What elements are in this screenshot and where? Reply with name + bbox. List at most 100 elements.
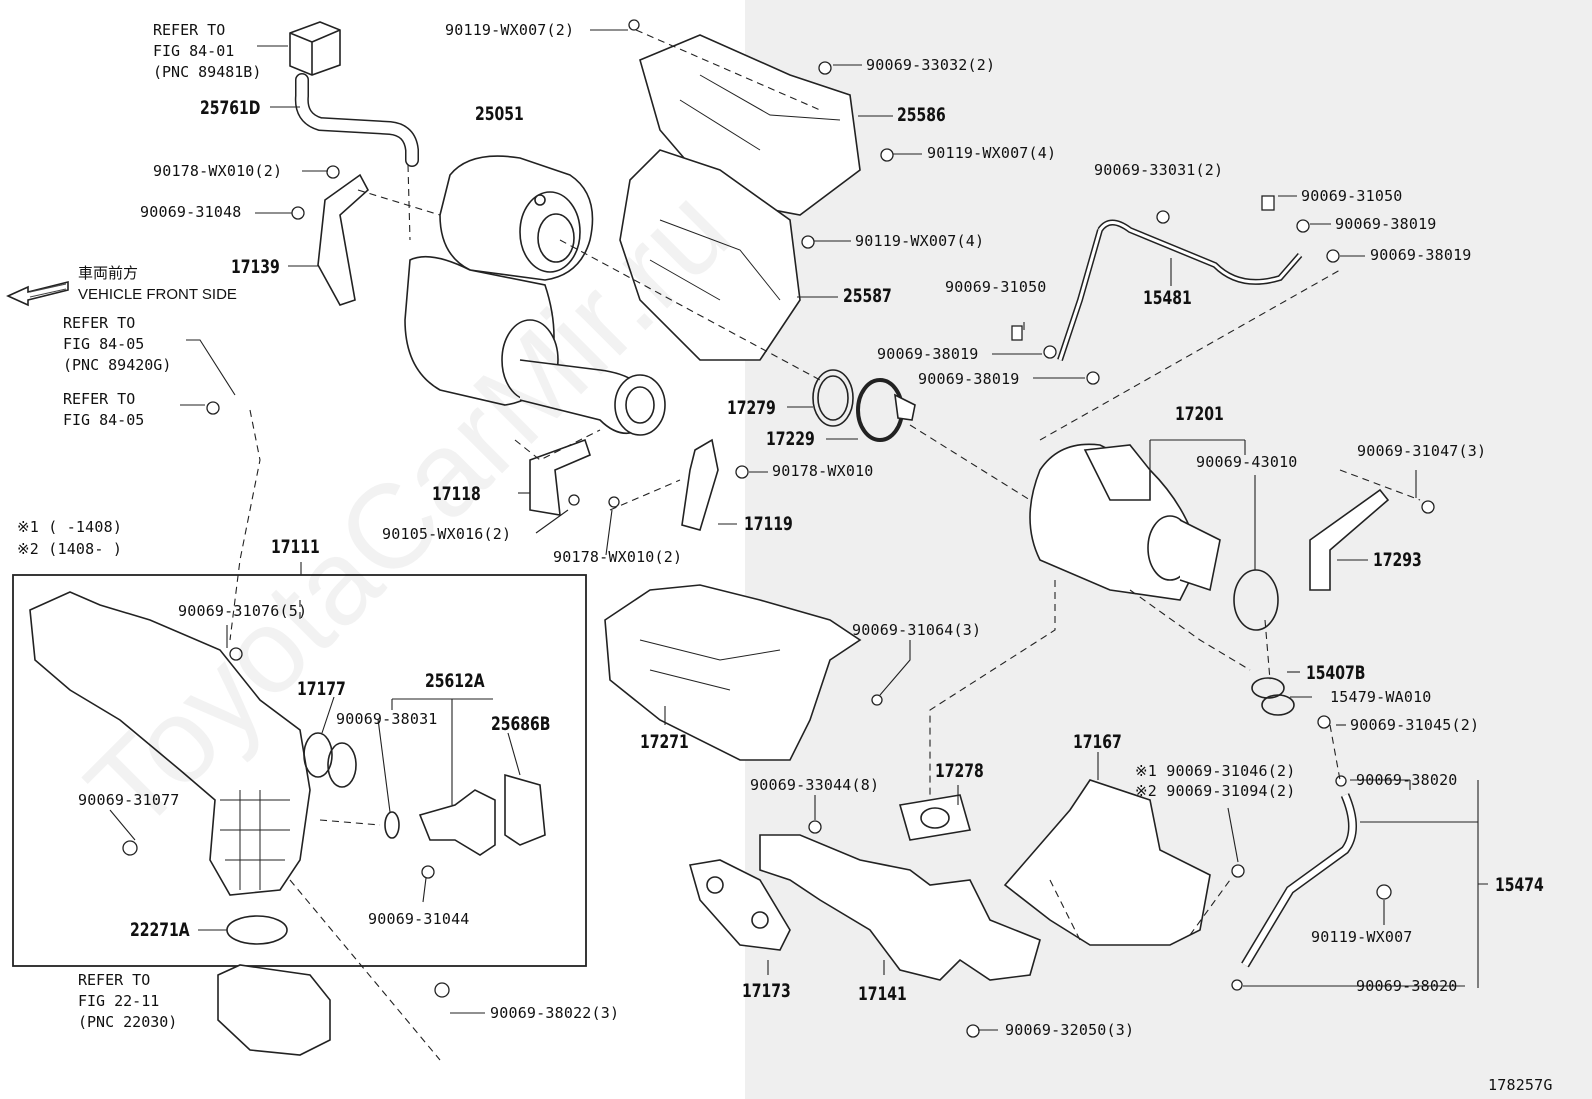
bracket-17139 (317, 173, 370, 306)
gasket-17177-b (327, 742, 357, 788)
part-label: 15481 (1143, 287, 1192, 309)
o-ring-90069-38031 (384, 811, 400, 839)
part-label: 15474 (1495, 874, 1544, 896)
part-label: 25587 (843, 285, 892, 307)
valve-25612a (418, 789, 496, 856)
part-label: 17278 (935, 760, 984, 782)
fastener-label: 90069-31047(3) (1357, 442, 1487, 460)
gasket-17177-a (303, 732, 333, 778)
fastener-label: 90069-31044 (368, 910, 470, 928)
part-label: 17229 (766, 428, 815, 450)
ref-line: FIG 84-01 (153, 42, 235, 60)
part-label: 17141 (858, 983, 907, 1005)
fastener-label: 90119-WX007 (1311, 928, 1413, 946)
fastener-label: 90069-33032(2) (866, 56, 996, 74)
part-label: 17293 (1373, 549, 1422, 571)
ref-line: FIG 84-05 (63, 411, 145, 429)
gasket-15479-wa010 (1261, 694, 1295, 716)
fastener-label: 90069-33031(2) (1094, 161, 1224, 179)
fastener-label: 90069-38019 (1370, 246, 1472, 264)
ref-line: (PNC 22030) (78, 1013, 178, 1031)
part-label: 17167 (1073, 731, 1122, 753)
part-label: 17111 (271, 536, 320, 558)
part-label: 25586 (897, 104, 946, 126)
ref-line: (PNC 89420G) (63, 356, 172, 374)
fastener-label: 90069-31050 (945, 278, 1047, 296)
insulator-17167 (1003, 779, 1211, 946)
throttle-body-icon (217, 964, 331, 1056)
bracket-17118 (529, 438, 591, 516)
fastener-label: 90105-WX016(2) (382, 525, 512, 543)
part-label: 22271A (130, 919, 190, 941)
gasket-22271a (226, 915, 288, 945)
fastener-label: ※1 90069-31046(2) (1135, 762, 1296, 780)
dashed-lines (229, 29, 1421, 1061)
ref-line: REFER TO (63, 390, 136, 408)
insulator-17271 (604, 584, 862, 761)
fastener-label: 90069-32050(3) (1005, 1021, 1135, 1039)
fastener-label: 90119-WX007(4) (855, 232, 985, 250)
gasket-17279 (812, 369, 854, 427)
part-label: 17177 (297, 678, 346, 700)
ref-fig-84-01: REFER TO FIG 84-01 (PNC 89481B) (153, 20, 261, 83)
fastener-icons (122, 19, 1435, 1038)
fastener-label: 90069-43010 (1196, 453, 1298, 471)
vehicle-front-en: VEHICLE FRONT SIDE (78, 286, 237, 303)
part-label: 25051 (475, 103, 524, 125)
bracket-17293 (1309, 488, 1390, 591)
fastener-label: ※2 90069-31094(2) (1135, 782, 1296, 800)
ref-fig-84-05-b: REFER TO FIG 84-05 (63, 389, 144, 431)
gasket-25686b (504, 773, 546, 846)
ref-line: REFER TO (153, 21, 226, 39)
part-label: 17173 (742, 980, 791, 1002)
fastener-label: 90069-38020 (1356, 771, 1458, 789)
ref-line: FIG 22-11 (78, 992, 160, 1010)
fastener-label: 90069-38019 (918, 370, 1020, 388)
leader-lines (109, 29, 1488, 1031)
insulator-25587 (619, 149, 801, 361)
fastener-label: 15479-WA010 (1330, 688, 1432, 706)
fastener-label: 90069-38020 (1356, 977, 1458, 995)
fastener-label: 90069-31077 (78, 791, 180, 809)
fastener-label: 90069-38022(3) (490, 1004, 620, 1022)
fastener-label: 90069-31045(2) (1350, 716, 1480, 734)
manifold-17141 (759, 834, 1041, 981)
fastener-label: 90069-31048 (140, 203, 242, 221)
gasket-17173 (688, 859, 791, 951)
fastener-label: 90069-31064(3) (852, 621, 982, 639)
part-label: 25612A (425, 670, 485, 692)
ref-fig-84-05-a: REFER TO FIG 84-05 (PNC 89420G) (63, 313, 171, 376)
date-note-2: ※2 (1408- ) (17, 540, 123, 558)
part-label: 25686B (491, 713, 551, 735)
fastener-label: 90069-38031 (336, 710, 438, 728)
fastener-label: 90178-WX010(2) (553, 548, 683, 566)
ref-line: FIG 84-05 (63, 335, 145, 353)
part-label: 17118 (432, 483, 481, 505)
ref-line: REFER TO (78, 971, 151, 989)
fastener-label: 90178-WX010(2) (153, 162, 283, 180)
converter-25051 (404, 155, 666, 436)
fastener-label: 90069-31076(5) (178, 602, 308, 620)
clamp-17229 (856, 378, 904, 442)
part-label: 17279 (727, 397, 776, 419)
fastener-label: 90069-31050 (1301, 187, 1403, 205)
gasket-17278 (898, 794, 972, 841)
fastener-label: 90119-WX007(4) (927, 144, 1057, 162)
fastener-label: 90119-WX007(2) (445, 21, 575, 39)
fastener-label: 90069-38019 (877, 345, 979, 363)
ref-line: REFER TO (63, 314, 136, 332)
part-label: 25761D (200, 97, 261, 119)
part-label: 17119 (744, 513, 793, 535)
intake-17111 (29, 591, 311, 896)
part-label: 15407B (1306, 662, 1366, 684)
figure-id: 178257G (1488, 1076, 1553, 1094)
turbocharger-17201 (1029, 443, 1221, 601)
ref-fig-22-11: REFER TO FIG 22-11 (PNC 22030) (78, 970, 177, 1033)
o-ring-90069-43010 (1233, 569, 1279, 631)
vehicle-front-arrow-icon (6, 280, 69, 307)
inset-box-17111 (12, 574, 587, 967)
fastener-label: 90178-WX010 (772, 462, 874, 480)
part-label: 17201 (1175, 403, 1224, 425)
